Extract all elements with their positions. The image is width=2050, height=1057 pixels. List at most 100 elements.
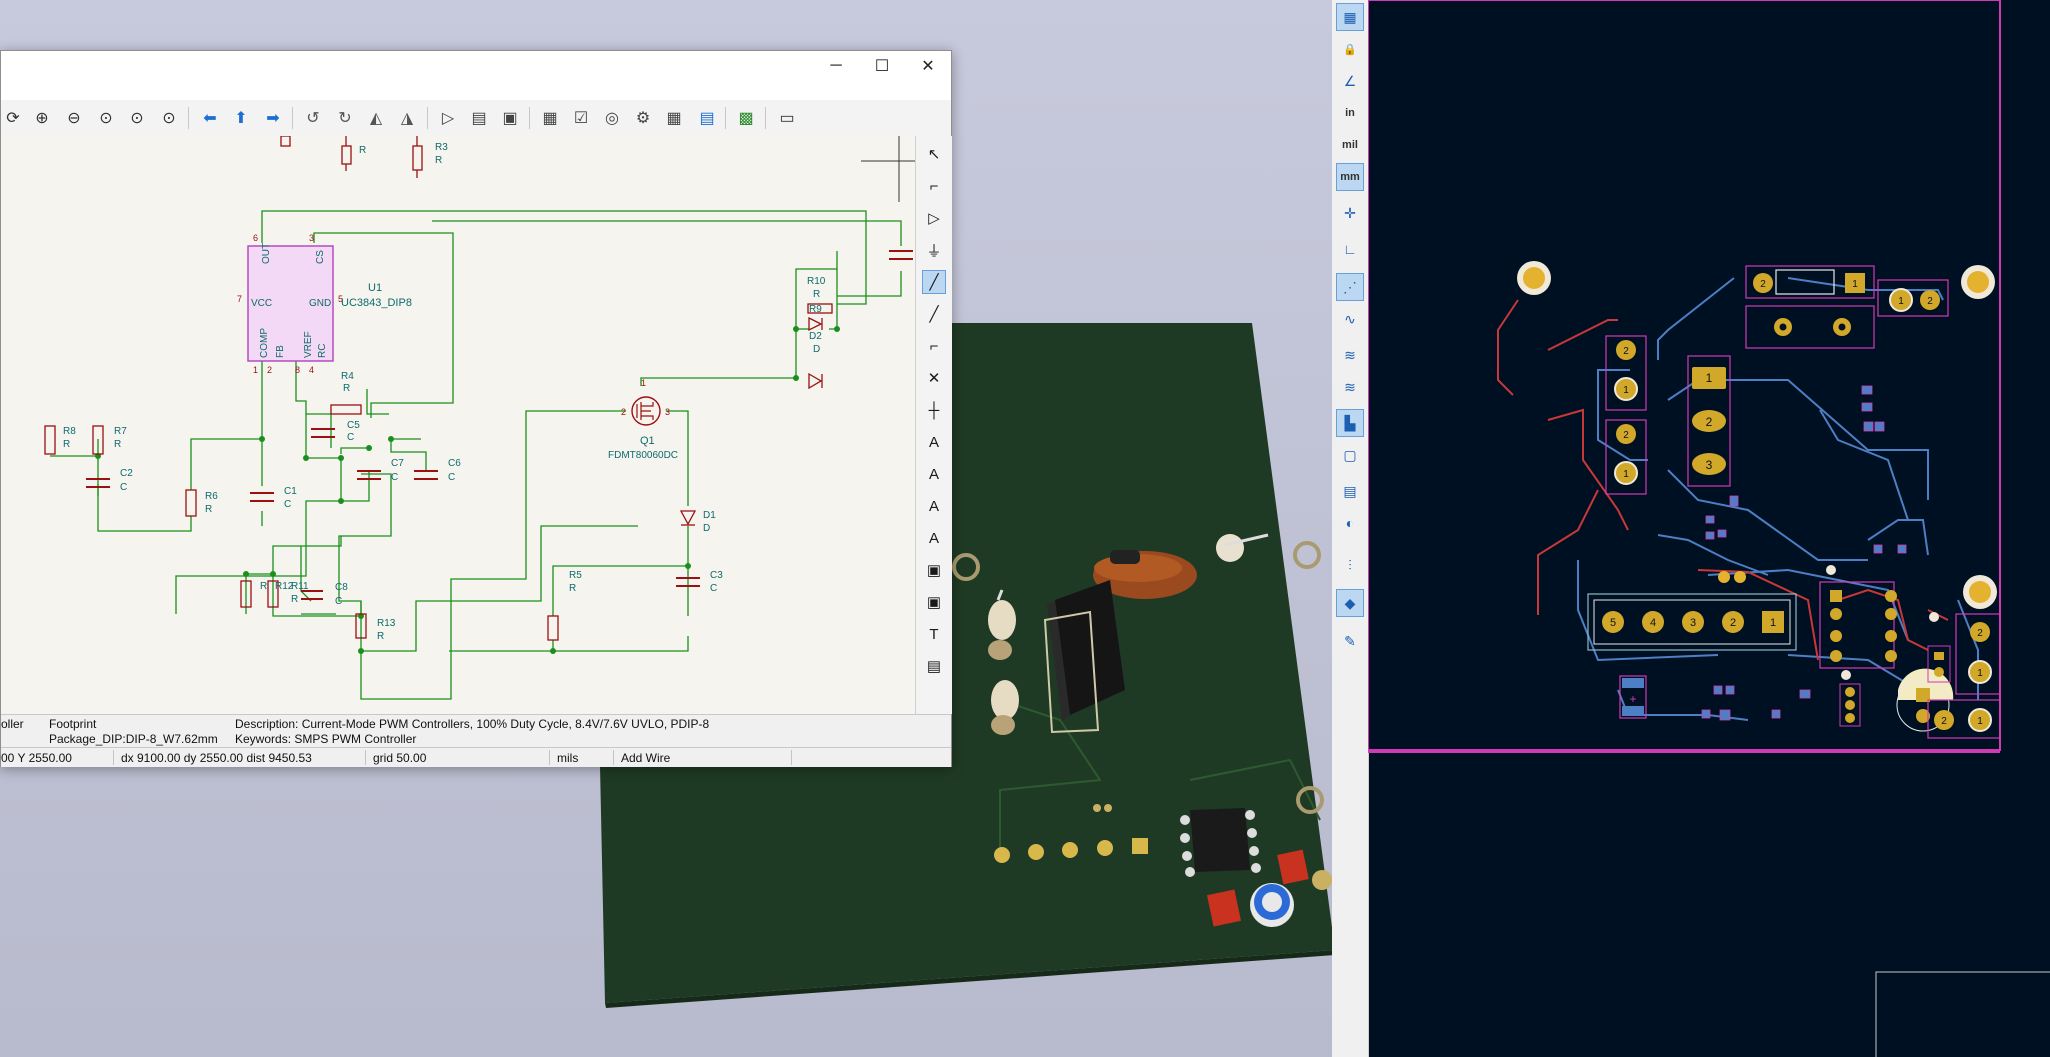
- add-textbox-tool[interactable]: ▤: [922, 654, 946, 678]
- zoom-objects-icon: ⊙: [130, 110, 144, 127]
- layers-toggle[interactable]: ◆: [1336, 589, 1364, 617]
- close-button[interactable]: ✕: [905, 51, 951, 81]
- u1-symbol-body[interactable]: [247, 245, 334, 362]
- inches-toggle[interactable]: in: [1336, 99, 1364, 127]
- pcb-pad-label: 2: [1623, 430, 1629, 441]
- open-pcb-editor-button[interactable]: ▩: [734, 106, 758, 130]
- no-connect-tool[interactable]: ✕: [922, 366, 946, 390]
- millimeters-toggle[interactable]: mm: [1336, 163, 1364, 191]
- add-symbol-tool[interactable]: ▷: [922, 206, 946, 230]
- q1-symbol[interactable]: [631, 396, 661, 426]
- symbol-fields-table-button[interactable]: ▦: [662, 106, 686, 130]
- grid-toggle[interactable]: ▦: [1336, 3, 1364, 31]
- svg-text:CS: CS: [315, 250, 326, 264]
- generate-bom-button[interactable]: ▤: [695, 106, 719, 130]
- capacitor-symbols: [86, 250, 913, 600]
- mirror-horizontal-button[interactable]: ◮: [395, 106, 419, 130]
- high-contrast-toggle[interactable]: ≋: [1336, 341, 1364, 369]
- pad-number-icon: ▤: [1343, 482, 1357, 499]
- zone-fill-toggle[interactable]: ▙: [1336, 409, 1364, 437]
- polar-coords-toggle[interactable]: ∠: [1336, 67, 1364, 95]
- maximize-button[interactable]: ☐: [859, 51, 905, 81]
- pcb-pad: [1616, 340, 1636, 360]
- net-label-tool[interactable]: A: [922, 430, 946, 454]
- junction-tool[interactable]: ┼: [922, 398, 946, 422]
- zoom-fit-button[interactable]: ⊙: [94, 106, 118, 130]
- pcb-pad-label: 3: [1706, 458, 1713, 472]
- 3d-pad: [952, 553, 980, 581]
- hier-label-icon: A: [928, 497, 939, 515]
- highlight-net-tool[interactable]: ⌐: [922, 174, 946, 198]
- simulator-button[interactable]: ◎: [600, 106, 624, 130]
- via-toggle[interactable]: ◐: [1336, 509, 1364, 537]
- 3d-board: [600, 323, 1335, 1003]
- board-edge-cut: [1368, 0, 2001, 751]
- svg-text:D: D: [813, 344, 820, 355]
- mirror-vertical-button[interactable]: ◭: [364, 106, 388, 130]
- rotate-cw-button[interactable]: ↻: [333, 106, 357, 130]
- 3d-lead: [1224, 533, 1269, 547]
- schematic-canvas[interactable]: OUT CS VCC GND COMP FB VREF RC 6 3 7 5 1…: [1, 136, 915, 714]
- rotate-ccw-button[interactable]: ↺: [301, 106, 325, 130]
- pcb-pad: [1845, 273, 1865, 293]
- svg-text:VREF: VREF: [303, 331, 314, 358]
- svg-text:8: 8: [295, 365, 300, 375]
- add-bus-tool[interactable]: ╱: [922, 302, 946, 326]
- pcb-pad: [1622, 678, 1644, 688]
- net-color-toggle[interactable]: ≋: [1336, 373, 1364, 401]
- add-sheet-tool[interactable]: ▣: [922, 558, 946, 582]
- import-sheet-pin-tool[interactable]: ▣: [922, 590, 946, 614]
- 3d-viewer-scene: [600, 323, 1335, 1008]
- pcb-pad: [1934, 667, 1944, 677]
- erc-button[interactable]: ☑: [569, 106, 593, 130]
- global-label-tool[interactable]: A: [922, 462, 946, 486]
- scripting-console-button[interactable]: ▭: [775, 106, 799, 130]
- bus-entry-tool[interactable]: ⌐: [922, 334, 946, 358]
- mirror-vertical-icon: ◭: [369, 110, 383, 127]
- ratsnest-toggle[interactable]: ⋰: [1336, 273, 1364, 301]
- angle-toggle[interactable]: ∟: [1336, 235, 1364, 263]
- pcb-pad-label: 2: [1977, 628, 1983, 639]
- q1-value: FDMT80060DC: [608, 450, 678, 461]
- settings-icon: ✎: [1344, 632, 1356, 649]
- zoom-objects-button[interactable]: ⊙: [125, 106, 149, 130]
- svg-text:R5: R5: [569, 570, 582, 581]
- title-bar[interactable]: ─ ☐ ✕: [1, 51, 951, 81]
- add-text-tool[interactable]: T: [922, 622, 946, 646]
- settings-toggle[interactable]: ✎: [1336, 627, 1364, 655]
- hier-pin-tool[interactable]: A: [922, 526, 946, 550]
- redraw-button[interactable]: ⟳: [1, 106, 25, 130]
- select-tool-tool[interactable]: ↖: [922, 142, 946, 166]
- zone-outline-toggle[interactable]: ▢: [1336, 441, 1364, 469]
- symbol-browser-button[interactable]: ▤: [467, 106, 491, 130]
- zoom-area-button[interactable]: ⊙: [157, 106, 181, 130]
- svg-text:R12: R12: [275, 581, 294, 592]
- zoom-in-button[interactable]: ⊕: [30, 106, 54, 130]
- zoom-out-button[interactable]: ⊖: [62, 106, 86, 130]
- pad-number-toggle[interactable]: ▤: [1336, 477, 1364, 505]
- curved-ratsnest-toggle[interactable]: ∿: [1336, 305, 1364, 333]
- minimize-button[interactable]: ─: [813, 51, 859, 81]
- mounting-hole: [1967, 271, 1989, 293]
- pcb-canvas[interactable]: 2 1 1 2 2 1 2 1 1 2 3: [1368, 0, 2050, 1057]
- hier-label-tool[interactable]: A: [922, 494, 946, 518]
- add-power-tool[interactable]: ⏚: [922, 238, 946, 262]
- arrow-left-icon: ⬅: [203, 110, 217, 127]
- select-tool-icon: ↖: [927, 146, 941, 163]
- pcb-pad: [1845, 700, 1855, 710]
- symbol-editor-button[interactable]: ▷: [436, 106, 460, 130]
- annotate-button[interactable]: ▦: [538, 106, 562, 130]
- navigate-forward-button[interactable]: ➡: [261, 106, 285, 130]
- svg-text:R: R: [813, 289, 820, 300]
- svg-text:C: C: [120, 482, 127, 493]
- add-wire-tool[interactable]: ╱: [922, 270, 946, 294]
- assign-footprints-button[interactable]: ⚙: [631, 106, 655, 130]
- footprint-editor-button[interactable]: ▣: [498, 106, 522, 130]
- cursor-toggle[interactable]: ✛: [1336, 199, 1364, 227]
- mils-toggle[interactable]: mil: [1336, 131, 1364, 159]
- lock-toggle[interactable]: 🔒: [1336, 35, 1364, 63]
- track-toggle[interactable]: ⫶: [1336, 551, 1364, 579]
- navigate-up-button[interactable]: ⬆: [229, 106, 253, 130]
- navigate-back-button[interactable]: ⬅: [198, 106, 222, 130]
